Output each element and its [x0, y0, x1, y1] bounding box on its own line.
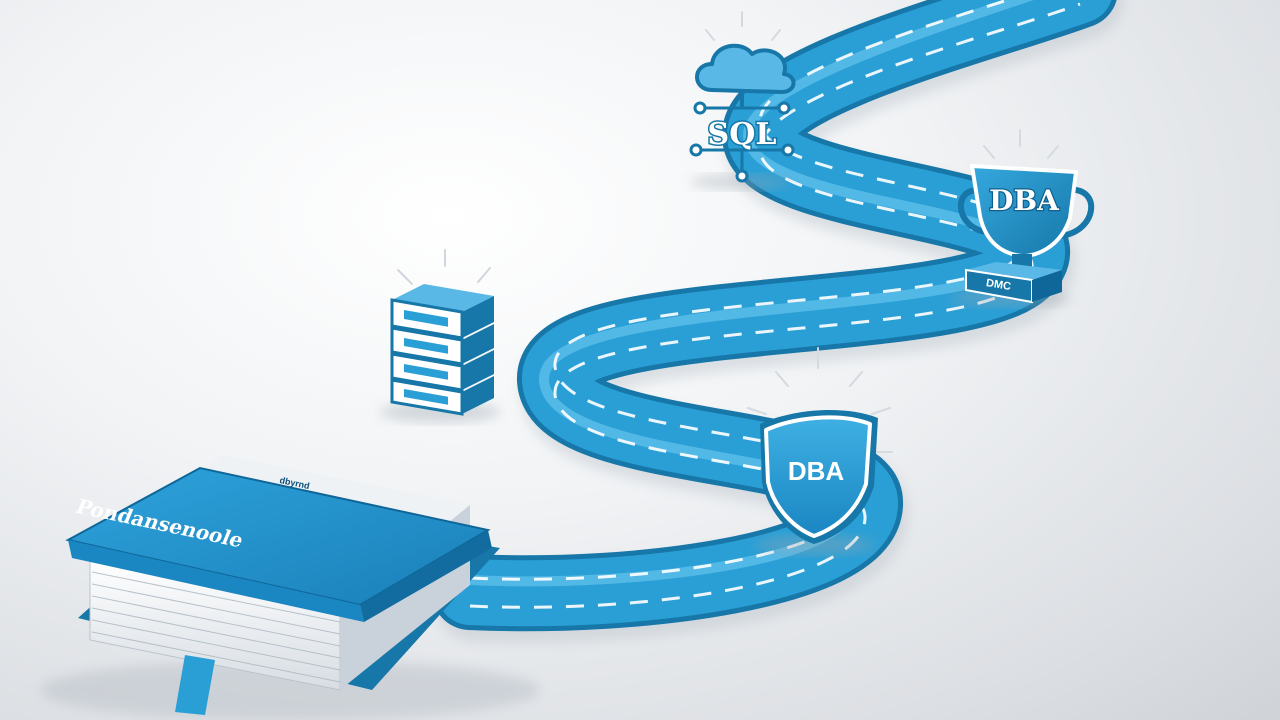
trophy-icon: DBA DMC	[950, 129, 1095, 306]
server-stack-icon	[380, 249, 500, 422]
cloud-sql-label: SQL	[708, 117, 777, 152]
shield-label: DBA	[788, 456, 845, 486]
shield-icon: DBA	[747, 347, 893, 554]
trophy-label: DBA	[989, 184, 1060, 217]
trophy-base-label: DMC	[985, 277, 1012, 293]
cloud-database-icon: SQL	[689, 11, 796, 189]
book-icon: Pondansenoole dbyrnd	[40, 455, 540, 720]
